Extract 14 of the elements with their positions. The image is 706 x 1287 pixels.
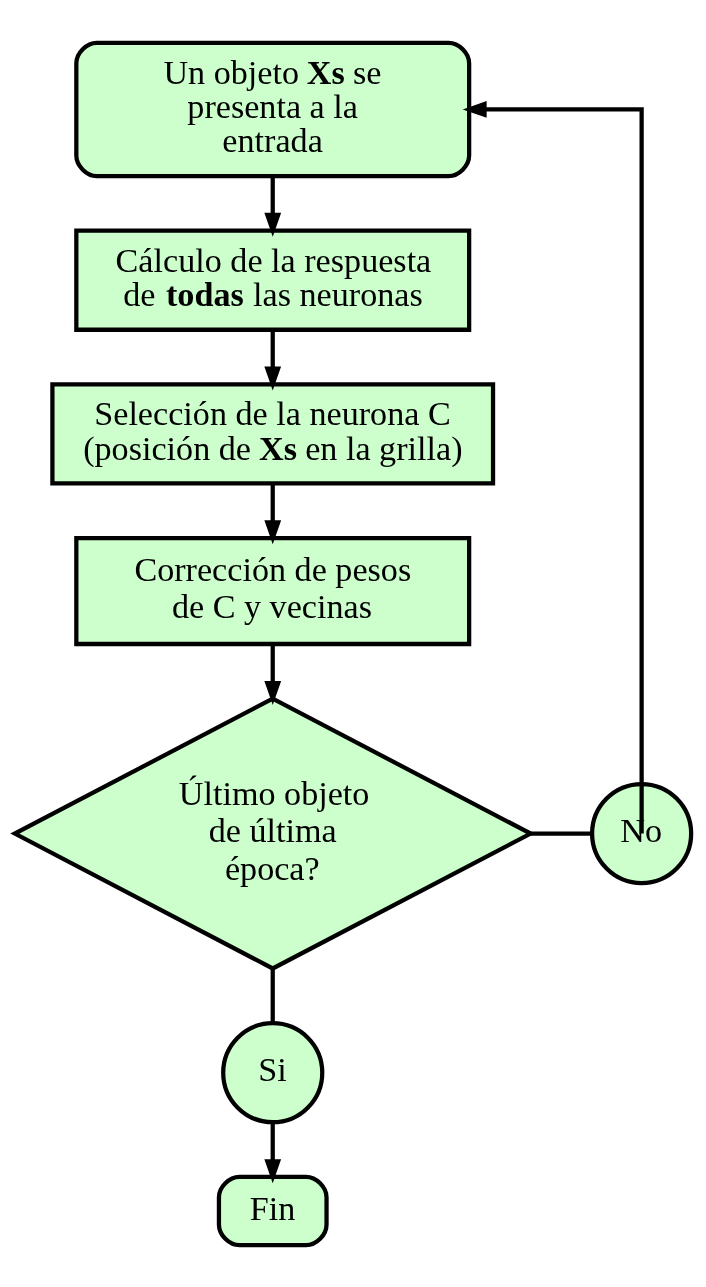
arrow: [264, 643, 282, 705]
node-box: Fin: [216, 1174, 329, 1247]
connector: [530, 830, 592, 836]
arrow: [264, 330, 282, 390]
connector: [270, 968, 275, 1023]
arrow: [462, 100, 644, 834]
node-box: Corrección de pesos de C y vecinas: [74, 535, 472, 646]
node-box: Selección de la neurona C (posición de Xs en la grilla): [50, 381, 496, 486]
arrow: [264, 175, 282, 237]
arrow: [264, 1122, 282, 1183]
node-box: Cálculo de la respuesta de todas las neuronas: [74, 228, 472, 332]
node-box: Un objeto Xs se presenta a la entrada: [74, 40, 472, 178]
arrow: [264, 483, 282, 544]
node-circle: Si: [221, 1020, 325, 1124]
